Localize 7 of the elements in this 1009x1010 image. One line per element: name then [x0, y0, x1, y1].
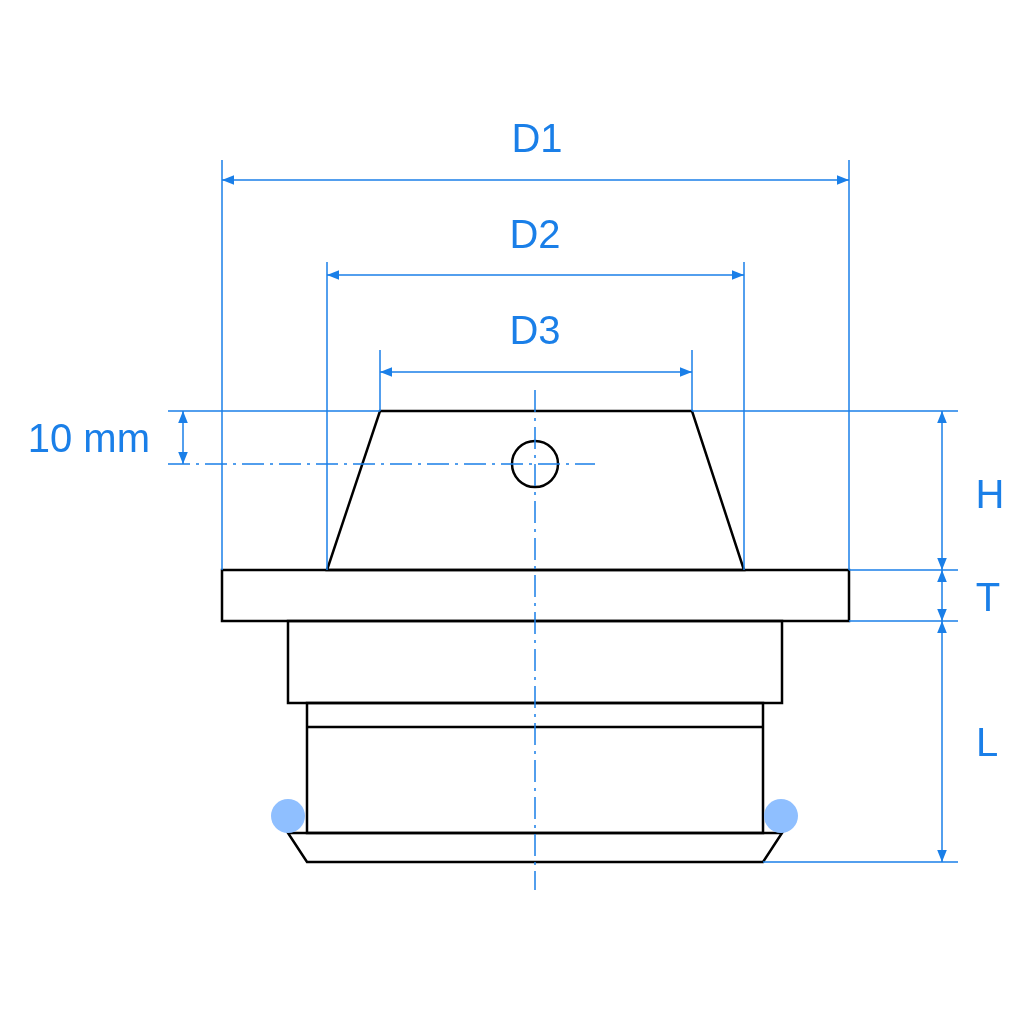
dimension-label: D2	[509, 214, 561, 254]
dimension-label: H	[975, 474, 1005, 514]
dimension-label: D1	[511, 118, 563, 158]
dimension-label: T	[975, 577, 1001, 617]
dimension-label: L	[975, 722, 999, 762]
dimension-label: 10 mm	[27, 418, 150, 458]
dimension-label: D3	[509, 310, 561, 350]
